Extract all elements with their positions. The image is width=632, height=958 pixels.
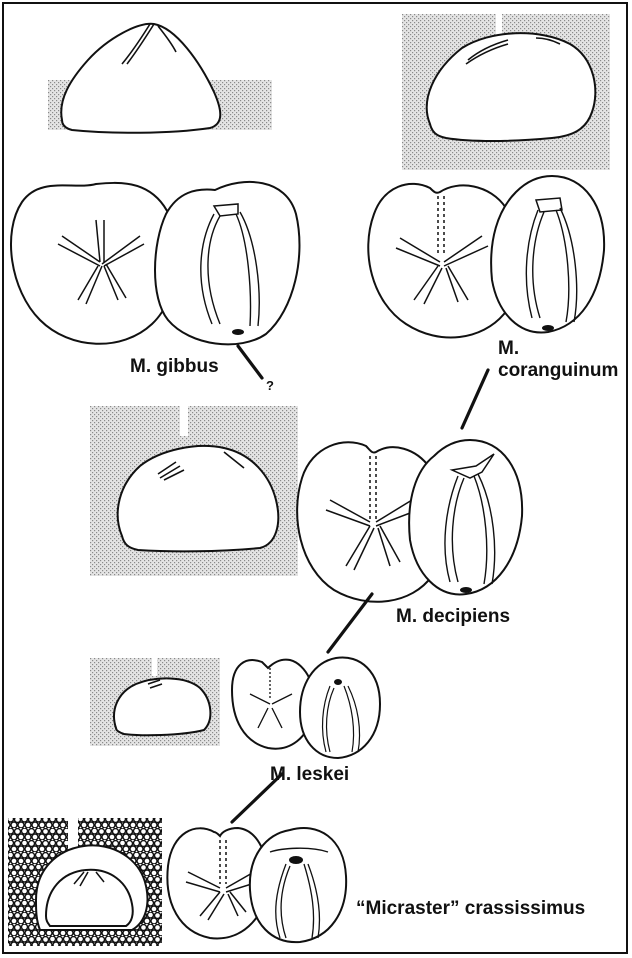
label-leskei: M. leskei xyxy=(270,764,349,786)
gibbus-aboral-view xyxy=(11,183,177,344)
leskei-side-view xyxy=(90,658,220,746)
decipiens-leskei-link-line xyxy=(328,594,372,652)
gibbus-side-view xyxy=(48,24,272,133)
gibbus-oral-view xyxy=(155,182,299,344)
uncertain-link-mark: ? xyxy=(266,378,274,393)
gibbus-uncertain-link-line xyxy=(238,346,262,378)
label-crassissimus: “Micraster” crassissimus xyxy=(356,898,585,920)
decipiens-oral-view xyxy=(409,440,522,594)
crassissimus-burrow-view xyxy=(8,818,162,946)
label-decipiens: M. decipiens xyxy=(396,606,510,628)
coranguinum-decipiens-link-line xyxy=(462,370,488,428)
crassissimus-oral-view xyxy=(250,828,346,942)
coranguinum-side-view xyxy=(402,14,610,170)
label-coranguinum-line1: M. xyxy=(498,338,519,360)
label-coranguinum-line2: coranguinum xyxy=(498,360,618,382)
label-gibbus: M. gibbus xyxy=(130,356,219,378)
coranguinum-oral-view xyxy=(491,176,604,332)
decipiens-side-view xyxy=(90,406,298,576)
leskei-oral-view xyxy=(300,657,380,758)
